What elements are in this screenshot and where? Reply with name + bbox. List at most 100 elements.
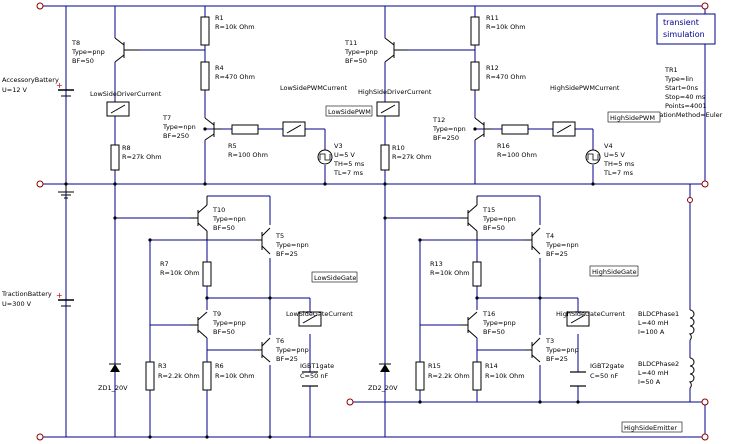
- t11-name: T11: [344, 39, 357, 47]
- sim-box-line1: transient: [663, 18, 699, 27]
- resistor-r10: [380, 144, 390, 171]
- t3-name: T3: [545, 337, 554, 345]
- v3-u: U=5 V: [334, 151, 355, 159]
- v3-name: V3: [334, 142, 343, 150]
- transistor-t10: [190, 196, 208, 240]
- igbt2-value: C=50 nF: [590, 372, 618, 380]
- resistor-r12: [470, 61, 480, 91]
- bldc1-name: BLDCPhase1: [638, 310, 679, 318]
- t4-type: Type=npn: [545, 241, 579, 249]
- t9-name: T9: [212, 310, 221, 318]
- igbt1-value: C=50 nF: [300, 372, 328, 380]
- transistor-t15: [460, 196, 478, 240]
- probe-low-driver: [106, 101, 130, 117]
- t9-bf: BF=50: [213, 328, 235, 336]
- t7-name: T7: [162, 114, 171, 122]
- high-pwm-label: HighSidePWM: [610, 114, 655, 122]
- traction-battery-name: TractionBattery: [1, 290, 52, 298]
- resistor-r7: [202, 261, 212, 287]
- t16-type: Type=pnp: [482, 319, 516, 327]
- transistor-t6: [255, 337, 271, 363]
- zd2-name: ZD2_20V: [368, 384, 398, 392]
- resistor-r11: [470, 16, 480, 46]
- t5-name: T5: [275, 232, 284, 240]
- tr1-start: Start=0ns: [665, 84, 699, 92]
- v4-tl: TL=7 ms: [603, 169, 634, 177]
- transistor-t11: [384, 37, 408, 63]
- capacitors: [302, 371, 586, 387]
- r11-value: R=10k Ohm: [486, 23, 526, 31]
- current-probes: [106, 101, 590, 327]
- sim-box-line2: simulation: [663, 30, 705, 39]
- t4-bf: BF=25: [546, 250, 568, 258]
- r7-value: R=10k Ohm: [160, 269, 200, 277]
- bldc1-i: I=100 A: [638, 328, 665, 336]
- bldc1-l: L=40 mH: [638, 319, 669, 327]
- r4-value: R=470 Ohm: [215, 73, 255, 81]
- low-driver-current-label: LowSideDriverCurrent: [90, 90, 162, 98]
- t6-bf: BF=25: [276, 355, 298, 363]
- node-terminals: [36, 2, 709, 441]
- t12-name: T12: [432, 116, 445, 124]
- r14-name: R14: [485, 362, 498, 370]
- low-pwm-current-label: LowSidePWMCurrent: [280, 84, 348, 92]
- t6-type: Type=pnp: [275, 346, 309, 354]
- transient-simulation-box[interactable]: transient simulation: [656, 13, 716, 45]
- resistors: [110, 16, 529, 391]
- high-pwm-current-label: HighSidePWMCurrent: [550, 84, 620, 92]
- accessory-battery: + AccessoryBattery U=12 V: [2, 76, 74, 97]
- zener-diodes: [109, 363, 391, 372]
- r3-value: R=2.2k Ohm: [158, 372, 200, 380]
- r13-value: R=10k Ohm: [430, 269, 470, 277]
- node-label-flags: [311, 105, 683, 433]
- tr1-params: TR1 Type=lin Start=0ns Stop=40 ms Points…: [640, 66, 723, 119]
- resistor-r3: [145, 361, 155, 391]
- bldc2-i: I=50 A: [638, 378, 661, 386]
- r1-value: R=10k Ohm: [215, 23, 255, 31]
- r12-value: R=470 Ohm: [486, 73, 526, 81]
- r14-value: R=10k Ohm: [485, 372, 525, 380]
- r8-value: R=27k Ohm: [122, 153, 162, 161]
- pulse-source-v3: [317, 149, 333, 165]
- resistor-r1: [200, 16, 210, 46]
- resistor-r4: [200, 61, 210, 91]
- tr1-type: Type=lin: [664, 75, 693, 83]
- tr1-name: TR1: [664, 66, 678, 74]
- t15-name: T15: [482, 206, 495, 214]
- traction-battery-value: U=300 V: [2, 300, 32, 308]
- t16-name: T16: [482, 310, 495, 318]
- junctions: [64, 127, 595, 439]
- transistor-t7: [204, 117, 222, 141]
- r11-name: R11: [486, 14, 499, 22]
- t10-bf: BF=50: [213, 224, 235, 232]
- transistors: [114, 37, 541, 363]
- r12-name: R12: [486, 64, 499, 72]
- ground-symbol: [58, 184, 74, 199]
- transistor-t4: [525, 227, 541, 255]
- pulse-source-v4: [585, 149, 601, 165]
- probe-low-gate: [298, 311, 322, 327]
- r6-value: R=10k Ohm: [215, 372, 255, 380]
- bldc2-l: L=40 mH: [638, 369, 669, 377]
- t16-bf: BF=50: [483, 328, 505, 336]
- r7-name: R7: [160, 260, 169, 268]
- resistor-r5: [231, 124, 259, 135]
- resistor-r8: [110, 144, 120, 171]
- accessory-battery-name: AccessoryBattery: [2, 76, 59, 84]
- t15-bf: BF=50: [483, 224, 505, 232]
- t15-type: Type=npn: [482, 215, 516, 223]
- resistor-r15: [415, 361, 425, 391]
- low-pwm-label: LowSidePWM: [328, 108, 371, 116]
- r16-value: R=100 Ohm: [497, 151, 537, 159]
- inductors: [688, 309, 695, 389]
- transistor-t8: [114, 37, 140, 63]
- t5-type: Type=npn: [275, 241, 309, 249]
- probe-high-gate: [566, 311, 590, 327]
- t3-bf: BF=25: [546, 355, 568, 363]
- transistor-t9: [190, 311, 208, 339]
- resistor-r14: [472, 361, 482, 391]
- v3-tl: TL=7 ms: [333, 169, 364, 177]
- tr1-method: IntegrationMethod=Euler: [640, 111, 723, 119]
